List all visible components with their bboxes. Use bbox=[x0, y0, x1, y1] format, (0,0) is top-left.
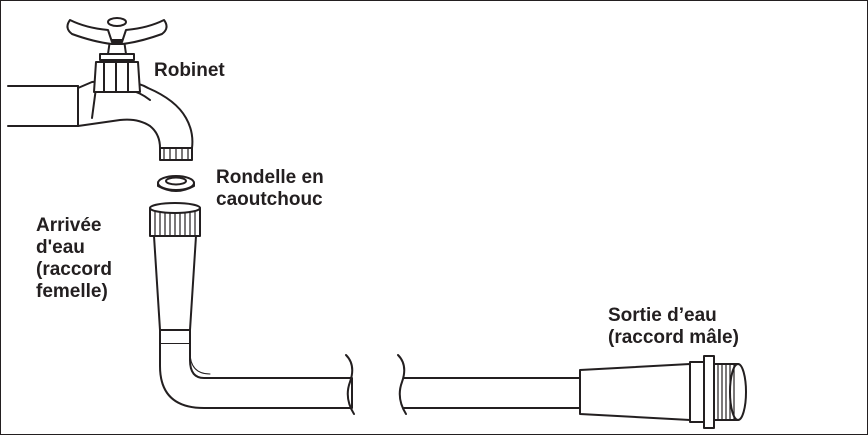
inlet-label-line: (raccord bbox=[36, 259, 113, 280]
outlet-label-line: Sortie d’eau bbox=[608, 305, 717, 326]
faucet-label: Robinet bbox=[154, 60, 225, 81]
outlet-label: Sortie d’eau (raccord mâle) bbox=[608, 305, 739, 349]
hose-outlet-illustration bbox=[403, 355, 747, 429]
rubber-washer-label-line: Rondelle en bbox=[216, 167, 324, 188]
faucet-illustration bbox=[7, 17, 194, 161]
outlet-label-line: (raccord mâle) bbox=[608, 327, 739, 348]
inlet-label-line: femelle) bbox=[36, 281, 108, 302]
inlet-label: Arrivée d'eau (raccord femelle) bbox=[36, 215, 112, 303]
inlet-label-line: Arrivée bbox=[36, 215, 102, 236]
hose-break-marks bbox=[345, 354, 407, 415]
hose-inlet-illustration bbox=[149, 202, 353, 409]
rubber-washer-label: Rondelle en caoutchouc bbox=[216, 167, 324, 211]
rubber-washer-illustration bbox=[157, 175, 195, 192]
inlet-label-line: d'eau bbox=[36, 237, 85, 258]
rubber-washer-label-line: caoutchouc bbox=[216, 189, 323, 210]
